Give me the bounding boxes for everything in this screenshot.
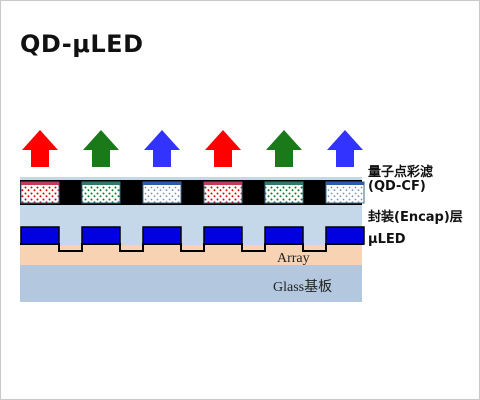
uled-chip	[81, 226, 121, 245]
qdcf-label-line1: 量子点彩滤	[368, 165, 434, 180]
array-layer	[20, 245, 362, 265]
qd-subpixel-topbar	[326, 182, 364, 185]
qd-subpixel-red	[20, 181, 60, 204]
array-connection-line	[20, 243, 364, 252]
uled-group	[20, 226, 365, 245]
page-title: QD-μLED	[20, 30, 144, 58]
qdcf-label-line2: (QD-CF)	[368, 179, 426, 194]
glass-layer	[20, 265, 362, 302]
uled-chip	[203, 226, 243, 245]
arrow-red-icon	[22, 130, 58, 167]
uled-chip	[20, 226, 60, 245]
qd-subpixel-group	[20, 181, 365, 204]
arrow-red-icon	[205, 130, 241, 167]
qd-subpixel-topbar	[204, 182, 242, 185]
glass-label: Glass基板	[273, 280, 333, 295]
black-matrix	[20, 180, 362, 205]
array-label: Array	[277, 251, 310, 266]
qd-subpixel-blue	[142, 181, 182, 204]
arrow-blue-icon	[144, 130, 180, 167]
qd-subpixel-topbar	[82, 182, 120, 185]
emission-arrow-group	[22, 130, 363, 167]
qd-subpixel-topbar	[21, 182, 59, 185]
qd-subpixel-topbar	[265, 182, 303, 185]
encap-label: 封装(Encap)层	[368, 210, 463, 225]
qd-subpixel-green	[81, 181, 121, 204]
qd-subpixel-green	[264, 181, 304, 204]
arrow-green-icon	[83, 130, 119, 167]
uled-chip	[325, 226, 365, 245]
qd-subpixel-blue	[325, 181, 365, 204]
uled-chip	[264, 226, 304, 245]
uled-label: μLED	[368, 232, 406, 247]
qd-subpixel-red	[203, 181, 243, 204]
arrow-green-icon	[266, 130, 302, 167]
arrow-blue-icon	[327, 130, 363, 167]
qd-subpixel-topbar	[143, 182, 181, 185]
uled-chip	[142, 226, 182, 245]
